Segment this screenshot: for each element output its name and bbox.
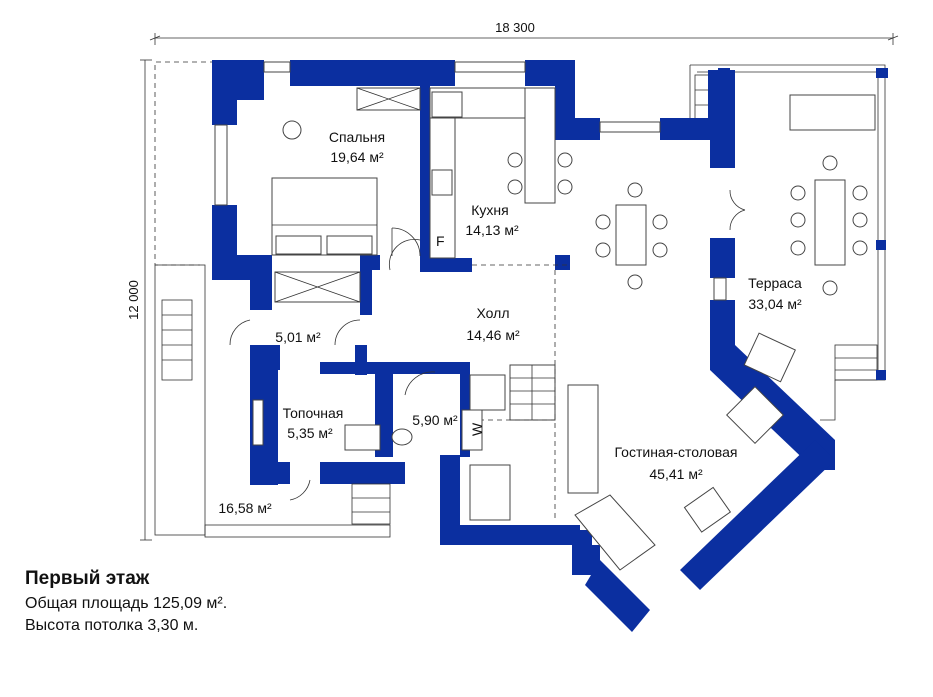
windows <box>214 61 727 446</box>
hall-name: Холл <box>477 305 510 321</box>
stairs <box>461 270 556 521</box>
fridge-marker: F <box>436 233 445 249</box>
walls <box>212 60 888 632</box>
kitchen-area: 14,13 м² <box>465 222 519 238</box>
entry-area: 5,01 м² <box>275 329 321 345</box>
total-area-text: Общая площадь 125,09 м². <box>25 595 228 612</box>
bedroom-furniture <box>271 87 421 257</box>
washer-marker: W <box>469 422 485 436</box>
kitchen-name: Кухня <box>471 202 508 218</box>
living-name: Гостиная-столовая <box>615 444 738 460</box>
bedroom-area: 19,64 м² <box>330 149 384 165</box>
living-furniture <box>567 182 796 571</box>
porch-area: 16,58 м² <box>218 500 272 516</box>
porch-outline <box>154 61 391 538</box>
terrace-area: 33,04 м² <box>748 296 802 312</box>
bathroom-fixtures <box>289 371 436 525</box>
hall-area: 14,46 м² <box>466 327 520 343</box>
dimension-lines <box>140 33 899 541</box>
living-area: 45,41 м² <box>649 466 703 482</box>
entry-wardrobe <box>229 239 421 346</box>
height-dimension-label: 12 000 <box>126 280 141 320</box>
kitchen-furniture <box>429 87 573 266</box>
terrace-name: Терраса <box>748 275 802 291</box>
ceiling-height-text: Высота потолка 3,30 м. <box>25 617 199 634</box>
floor-title: Первый этаж <box>25 568 150 589</box>
bath-area: 5,90 м² <box>412 412 458 428</box>
bedroom-name: Спальня <box>329 129 385 145</box>
width-dimension-label: 18 300 <box>495 20 535 35</box>
terrace-furniture <box>789 94 876 296</box>
boiler-area: 5,35 м² <box>287 425 333 441</box>
boiler-name: Топочная <box>283 405 344 421</box>
